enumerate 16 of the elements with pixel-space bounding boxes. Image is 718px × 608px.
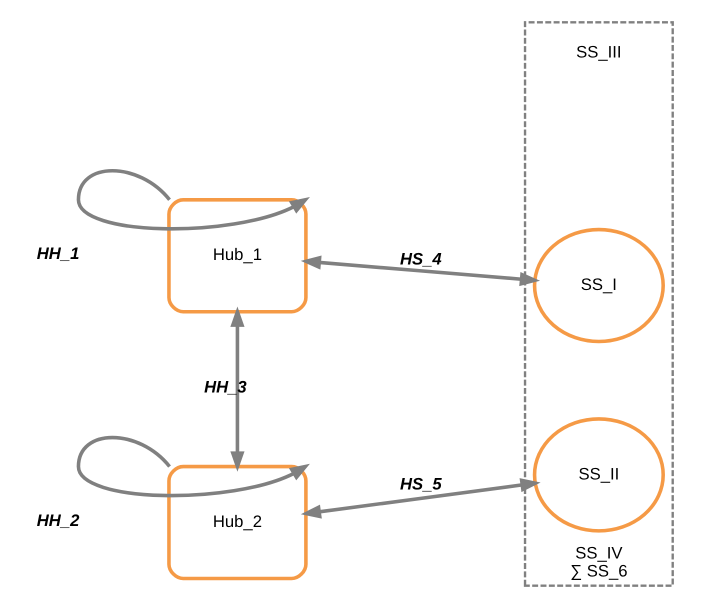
arrow bbox=[76, 169, 310, 230]
arrow bbox=[300, 478, 540, 519]
node-box: Hub_1 bbox=[166, 198, 308, 314]
edge-label: HS_5 bbox=[399, 474, 442, 494]
arrow bbox=[76, 436, 310, 498]
arrow bbox=[230, 306, 244, 472]
label: SS_III bbox=[576, 42, 622, 62]
node-label: ∑ SS_6 bbox=[570, 561, 627, 580]
arrow bbox=[300, 256, 540, 286]
edge-label: HS_4 bbox=[399, 249, 442, 268]
edge-label: HH_3 bbox=[204, 377, 246, 396]
node-box: Hub_2 bbox=[166, 464, 308, 580]
edge-label: HH_2 bbox=[36, 510, 79, 530]
edge-label: HH_1 bbox=[36, 244, 79, 263]
node-ellipse: SS_I bbox=[532, 228, 664, 344]
node-ellipse: SS_II bbox=[532, 417, 664, 533]
